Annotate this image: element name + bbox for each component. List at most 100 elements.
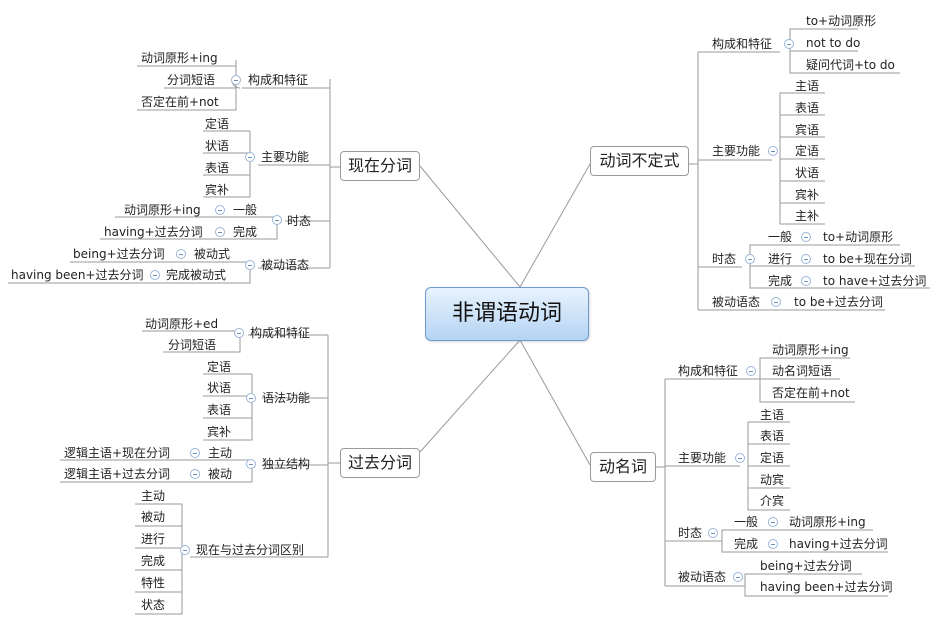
gerund-passive-item[interactable]: being+过去分词 [760, 559, 852, 573]
present-form-item[interactable]: 分词短语 [167, 73, 216, 87]
inf-func-item[interactable]: 定语 [795, 144, 820, 158]
inf-passive-label[interactable]: 被动语态 [712, 295, 761, 309]
inf-tense-name[interactable]: 进行 [768, 252, 793, 266]
present-tense-form[interactable]: 动词原形+ing [124, 203, 201, 217]
inf-func-label[interactable]: 主要功能 [712, 144, 761, 158]
past-form-label[interactable]: 构成和特征 [250, 326, 311, 340]
collapse-toggle-icon[interactable] [215, 227, 225, 237]
topic-present-participle[interactable]: 现在分词 [340, 151, 420, 181]
gerund-tense-name[interactable]: 一般 [734, 515, 759, 529]
inf-form-item[interactable]: 疑问代词+to do [806, 58, 895, 72]
past-diff-label[interactable]: 现在与过去分词区别 [196, 543, 305, 557]
present-tense-name[interactable]: 完成 [233, 225, 258, 239]
collapse-toggle-icon[interactable] [735, 453, 745, 463]
present-form-item[interactable]: 否定在前+not [141, 95, 219, 109]
inf-func-item[interactable]: 宾补 [795, 188, 820, 202]
gerund-func-item[interactable]: 表语 [760, 429, 785, 443]
gerund-tense-form[interactable]: having+过去分词 [789, 537, 888, 551]
present-passive-label[interactable]: 被动语态 [261, 258, 310, 272]
present-passive-form[interactable]: having been+过去分词 [11, 268, 144, 282]
collapse-toggle-icon[interactable] [746, 366, 756, 376]
past-grammar-item[interactable]: 表语 [207, 403, 232, 417]
collapse-toggle-icon[interactable] [768, 539, 778, 549]
past-grammar-label[interactable]: 语法功能 [262, 391, 311, 405]
collapse-toggle-icon[interactable] [768, 146, 778, 156]
gerund-form-label[interactable]: 构成和特征 [678, 364, 739, 378]
inf-tense-name[interactable]: 完成 [768, 274, 793, 288]
past-absolute-form[interactable]: 逻辑主语+过去分词 [64, 467, 171, 481]
inf-tense-name[interactable]: 一般 [768, 230, 793, 244]
collapse-toggle-icon[interactable] [180, 545, 190, 555]
gerund-form-item[interactable]: 否定在前+not [772, 386, 850, 400]
collapse-toggle-icon[interactable] [234, 328, 244, 338]
collapse-toggle-icon[interactable] [245, 260, 255, 270]
gerund-func-item[interactable]: 动宾 [760, 473, 785, 487]
inf-func-item[interactable]: 主语 [795, 79, 820, 93]
past-grammar-item[interactable]: 状语 [207, 381, 232, 395]
past-diff-item[interactable]: 进行 [141, 532, 166, 546]
past-form-item[interactable]: 分词短语 [168, 338, 217, 352]
present-form-label[interactable]: 构成和特征 [248, 73, 309, 87]
present-func-item[interactable]: 表语 [205, 161, 230, 175]
present-tense-label[interactable]: 时态 [287, 214, 312, 228]
collapse-toggle-icon[interactable] [150, 270, 160, 280]
collapse-toggle-icon[interactable] [215, 205, 225, 215]
past-diff-item[interactable]: 特性 [141, 576, 166, 590]
collapse-toggle-icon[interactable] [733, 572, 743, 582]
past-diff-item[interactable]: 完成 [141, 554, 166, 568]
inf-func-item[interactable]: 宾语 [795, 123, 820, 137]
inf-passive-form[interactable]: to be+过去分词 [794, 295, 883, 309]
present-passive-name[interactable]: 被动式 [194, 247, 231, 261]
present-passive-name[interactable]: 完成被动式 [166, 268, 227, 282]
inf-func-item[interactable]: 主补 [795, 209, 820, 223]
collapse-toggle-icon[interactable] [801, 254, 811, 264]
gerund-passive-label[interactable]: 被动语态 [678, 570, 727, 584]
gerund-form-item[interactable]: 动名词短语 [772, 364, 833, 378]
present-passive-form[interactable]: being+过去分词 [73, 247, 165, 261]
past-diff-item[interactable]: 主动 [141, 489, 166, 503]
collapse-toggle-icon[interactable] [771, 297, 781, 307]
gerund-func-label[interactable]: 主要功能 [678, 451, 727, 465]
past-diff-item[interactable]: 被动 [141, 510, 166, 524]
past-absolute-name[interactable]: 主动 [208, 446, 233, 460]
collapse-toggle-icon[interactable] [272, 215, 282, 225]
present-func-item[interactable]: 状语 [205, 139, 230, 153]
central-topic[interactable]: 非谓语动词 [425, 287, 589, 341]
topic-infinitive[interactable]: 动词不定式 [590, 146, 689, 176]
collapse-toggle-icon[interactable] [190, 469, 200, 479]
inf-tense-label[interactable]: 时态 [712, 252, 737, 266]
inf-form-label[interactable]: 构成和特征 [712, 37, 773, 51]
present-form-item[interactable]: 动词原形+ing [141, 51, 218, 65]
gerund-passive-item[interactable]: having been+过去分词 [760, 580, 893, 594]
topic-past-participle[interactable]: 过去分词 [340, 448, 420, 478]
collapse-toggle-icon[interactable] [768, 517, 778, 527]
inf-form-item[interactable]: not to do [806, 36, 861, 50]
collapse-toggle-icon[interactable] [176, 249, 186, 259]
collapse-toggle-icon[interactable] [801, 232, 811, 242]
collapse-toggle-icon[interactable] [784, 39, 794, 49]
gerund-tense-form[interactable]: 动词原形+ing [789, 515, 866, 529]
gerund-tense-label[interactable]: 时态 [678, 526, 703, 540]
collapse-toggle-icon[interactable] [190, 448, 200, 458]
present-func-item[interactable]: 定语 [205, 117, 230, 131]
present-tense-name[interactable]: 一般 [233, 203, 258, 217]
inf-func-item[interactable]: 状语 [795, 166, 820, 180]
collapse-toggle-icon[interactable] [246, 459, 256, 469]
collapse-toggle-icon[interactable] [245, 152, 255, 162]
past-absolute-label[interactable]: 独立结构 [262, 457, 311, 471]
collapse-toggle-icon[interactable] [231, 75, 241, 85]
present-tense-form[interactable]: having+过去分词 [104, 225, 203, 239]
collapse-toggle-icon[interactable] [246, 393, 256, 403]
past-absolute-name[interactable]: 被动 [208, 467, 233, 481]
gerund-func-item[interactable]: 介宾 [760, 494, 785, 508]
inf-func-item[interactable]: 表语 [795, 101, 820, 115]
inf-tense-form[interactable]: to have+过去分词 [823, 274, 927, 288]
collapse-toggle-icon[interactable] [708, 528, 718, 538]
present-func-label[interactable]: 主要功能 [261, 150, 310, 164]
inf-tense-form[interactable]: to be+现在分词 [823, 252, 912, 266]
past-form-item[interactable]: 动词原形+ed [145, 317, 219, 331]
inf-tense-form[interactable]: to+动词原形 [823, 230, 894, 244]
inf-form-item[interactable]: to+动词原形 [806, 14, 877, 28]
past-grammar-item[interactable]: 定语 [207, 360, 232, 374]
topic-gerund[interactable]: 动名词 [590, 452, 656, 482]
